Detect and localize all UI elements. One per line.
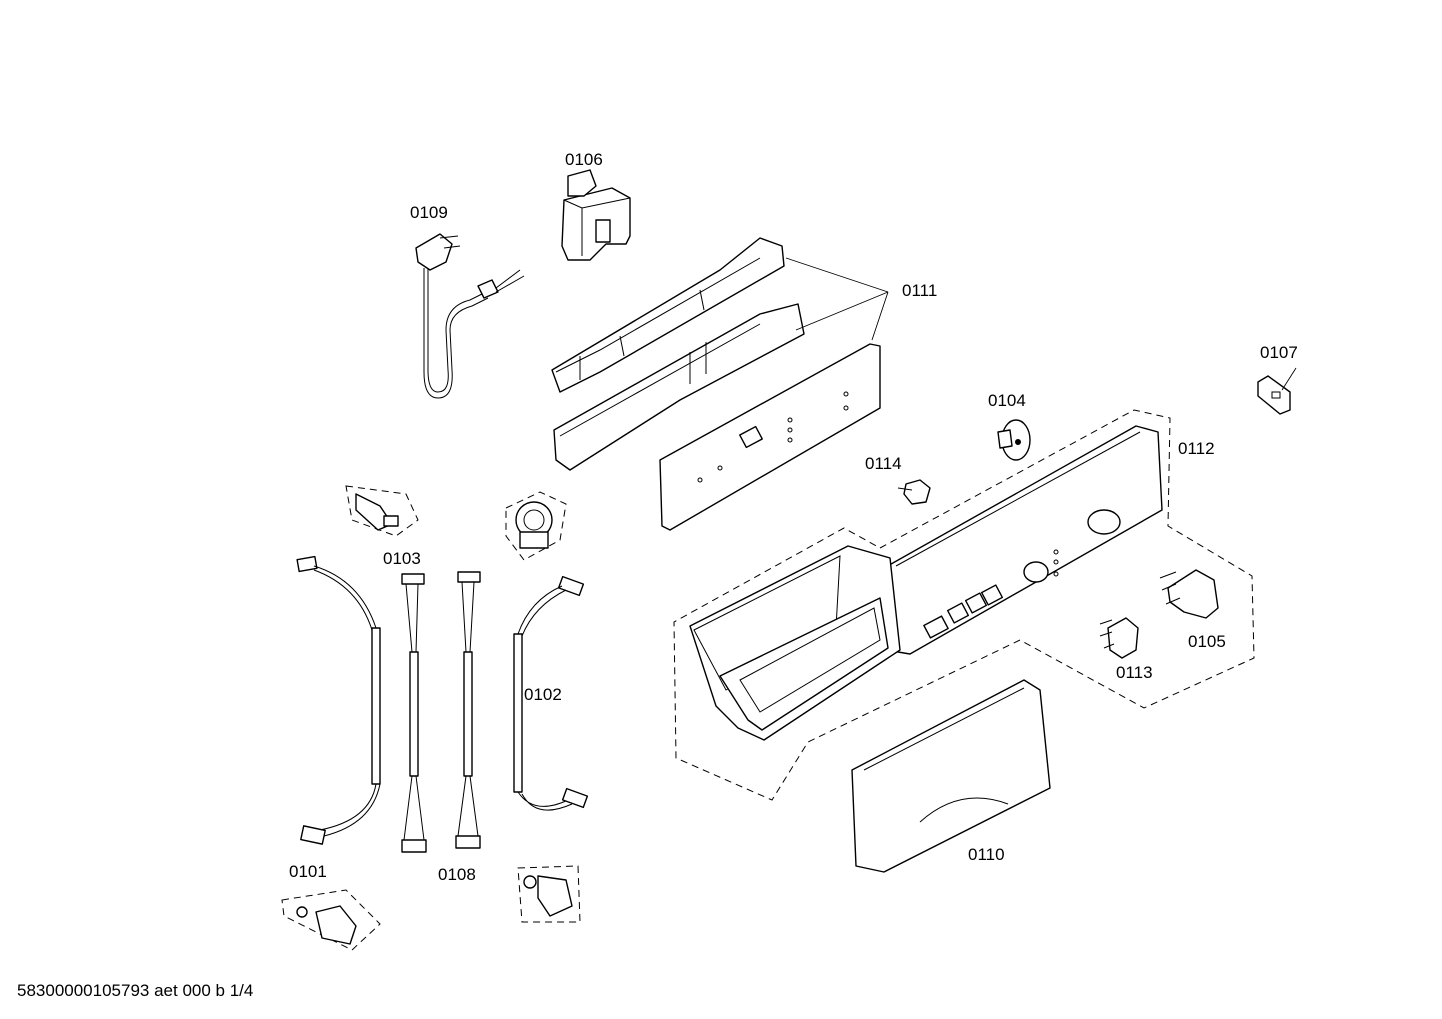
part-pressure-switch-lower-left: [281, 889, 381, 951]
label-0114: 0114: [865, 454, 902, 473]
part-0110-control-panel: [689, 425, 1163, 873]
label-0103: 0103: [383, 549, 421, 568]
label-0106: 0106: [565, 150, 603, 169]
part-0104-programme-knob: [997, 419, 1031, 461]
label-0112: 0112: [1178, 439, 1215, 458]
part-0113-knob: [1099, 617, 1139, 659]
document-code: 58300000105793 aet 000 b 1/4: [17, 981, 254, 1000]
part-valve-lower: [517, 865, 581, 923]
part-0109-power-cord: [415, 233, 525, 399]
label-0101: 0101: [289, 862, 327, 881]
label-0111: 0111: [902, 281, 937, 300]
part-0105-knob: [1159, 569, 1219, 619]
part-0101-wiring-harness: [296, 555, 381, 845]
label-0104: 0104: [988, 391, 1026, 410]
part-0112-fascia-outline: [673, 409, 1255, 801]
part-pressure-switch-upper: [505, 491, 567, 561]
part-0111-electronic-module: [551, 237, 889, 531]
part-0103-sensor: [345, 485, 419, 537]
part-0106-suppressor-filter: [561, 169, 631, 261]
part-0108-wiring-harness: [401, 571, 481, 853]
label-0109: 0109: [410, 203, 448, 222]
label-0110: 0110: [968, 845, 1005, 864]
label-0108: 0108: [438, 865, 476, 884]
label-0105: 0105: [1188, 632, 1226, 651]
label-0113: 0113: [1116, 663, 1153, 682]
label-0102: 0102: [524, 685, 562, 704]
part-0102-wiring-harness: [513, 575, 589, 811]
part-0114-axle: [897, 479, 931, 505]
label-0107: 0107: [1260, 343, 1298, 362]
part-0107-clip: [1257, 367, 1297, 415]
